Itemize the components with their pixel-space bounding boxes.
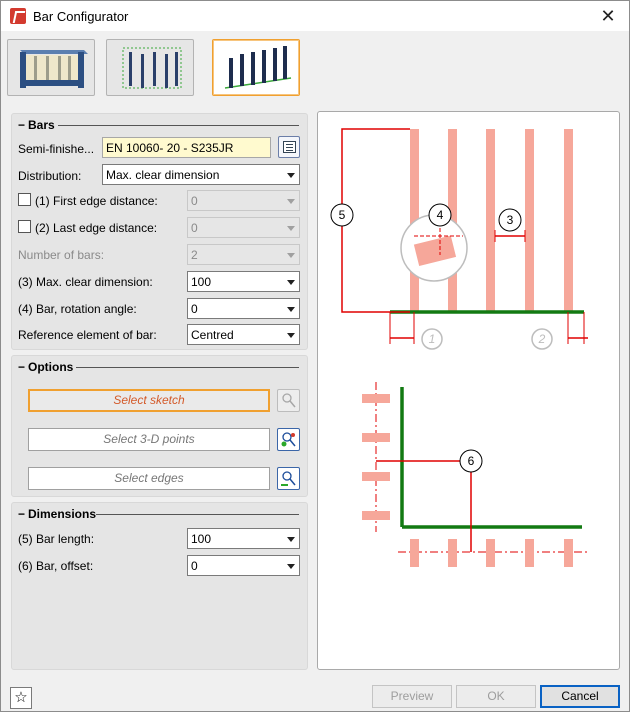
window-title: Bar Configurator (33, 9, 129, 24)
svg-text:3: 3 (507, 213, 514, 227)
dimensions-group: −Dimensions (5) Bar length: 100 (6) Bar,… (11, 502, 308, 670)
bar-offset-select[interactable]: 0 (187, 555, 300, 576)
semi-finished-field[interactable]: EN 10060- 20 - S235JR (102, 137, 271, 158)
tab-bars-in-frame[interactable] (106, 39, 194, 96)
bar-length-label: (5) Bar length: (18, 532, 95, 546)
distribution-select[interactable]: Max. clear dimension (102, 164, 300, 185)
close-icon[interactable]: ✕ (600, 6, 616, 26)
catalog-icon (283, 141, 296, 153)
chevron-down-icon (287, 333, 295, 338)
cancel-button[interactable]: Cancel (540, 685, 620, 708)
last-edge-select[interactable]: 0 (187, 217, 300, 238)
sketch-pick-button[interactable] (277, 389, 300, 412)
ok-button[interactable]: OK (456, 685, 536, 708)
options-heading: −Options (18, 360, 74, 374)
chevron-down-icon (287, 199, 295, 204)
pick-points-icon (281, 432, 296, 447)
divider (76, 367, 299, 368)
library-button[interactable] (278, 136, 300, 158)
select-edges-button[interactable]: Select edges (28, 467, 270, 490)
svg-text:6: 6 (468, 454, 475, 468)
preview-diagram: 5 3 4 1 2 (317, 111, 620, 670)
rotation-select[interactable]: 0 (187, 298, 300, 319)
frame-bars-icon (20, 50, 88, 88)
offset-view: 6 (362, 382, 590, 567)
first-edge-label: (1) First edge distance: (35, 194, 158, 208)
type-tabs (1, 31, 629, 105)
chevron-down-icon (287, 537, 295, 542)
button-bar: ☆ Preview OK Cancel (1, 681, 629, 712)
bars-group: −Bars Semi-finishe... EN 10060- 20 - S23… (11, 113, 308, 350)
pick-sketch-icon (282, 393, 296, 408)
app-icon (10, 8, 26, 24)
semi-finished-label: Semi-finishe... (18, 142, 95, 156)
number-of-bars-select[interactable]: 2 (187, 244, 300, 265)
chevron-down-icon (287, 173, 295, 178)
svg-text:1: 1 (429, 332, 436, 346)
settings-panel: −Bars Semi-finishe... EN 10060- 20 - S23… (1, 105, 313, 681)
options-group: −Options Select sketch Select 3-D points… (11, 355, 308, 497)
bar-layout-diagram: 5 3 4 1 2 (330, 128, 590, 567)
bar-offset-label: (6) Bar, offset: (18, 559, 94, 573)
bars-heading: −Bars (18, 118, 55, 132)
reference-label: Reference element of bar: (18, 328, 157, 342)
chevron-down-icon (287, 307, 295, 312)
svg-text:4: 4 (437, 208, 444, 222)
last-edge-label: (2) Last edge distance: (35, 221, 158, 235)
rotation-label: (4) Bar, rotation angle: (18, 302, 137, 316)
number-of-bars-label: Number of bars: (18, 248, 105, 262)
distribution-label: Distribution: (18, 169, 82, 183)
tab-bar-row[interactable] (212, 39, 300, 96)
points-pick-button[interactable] (277, 428, 300, 451)
svg-text:5: 5 (339, 208, 346, 222)
tab-frame-bars[interactable] (7, 39, 95, 96)
edges-pick-button[interactable] (277, 467, 300, 490)
bar-length-select[interactable]: 100 (187, 528, 300, 549)
chevron-down-icon (287, 280, 295, 285)
divider (96, 514, 299, 515)
select-sketch-button[interactable]: Select sketch (28, 389, 270, 412)
chevron-down-icon (287, 253, 295, 258)
select-points-button[interactable]: Select 3-D points (28, 428, 270, 451)
first-edge-checkbox[interactable] (18, 193, 31, 206)
pick-edges-icon (281, 471, 296, 486)
divider (58, 125, 299, 126)
preview-button[interactable]: Preview (372, 685, 452, 708)
bars-in-frame-icon (122, 47, 182, 89)
last-edge-checkbox[interactable] (18, 220, 31, 233)
bar-row-icon (224, 46, 292, 89)
dimensions-heading: −Dimensions (18, 507, 97, 521)
max-clear-select[interactable]: 100 (187, 271, 300, 292)
max-clear-label: (3) Max. clear dimension: (18, 275, 153, 289)
chevron-down-icon (287, 226, 295, 231)
first-edge-select[interactable]: 0 (187, 190, 300, 211)
svg-text:2: 2 (538, 332, 546, 346)
star-icon[interactable]: ☆ (10, 687, 32, 709)
title-bar: Bar Configurator ✕ (1, 1, 629, 31)
reference-select[interactable]: Centred (187, 324, 300, 345)
chevron-down-icon (287, 564, 295, 569)
